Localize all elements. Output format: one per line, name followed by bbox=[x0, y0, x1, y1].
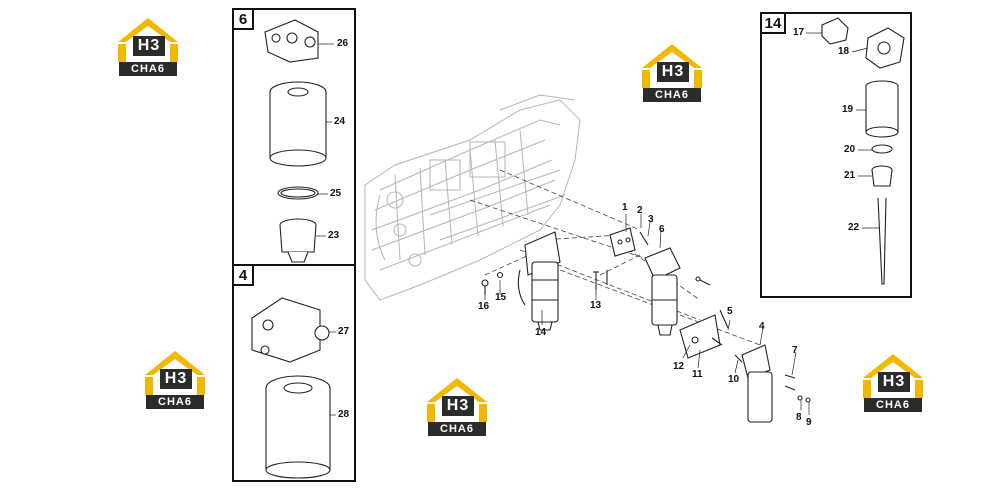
logo-text: CHA6 bbox=[643, 88, 701, 102]
logo-side-blocks bbox=[118, 44, 923, 422]
inset-14-parts bbox=[821, 17, 905, 285]
logo-letters: H3 bbox=[133, 36, 165, 56]
callout-24: 24 bbox=[334, 116, 346, 127]
callout-3: 3 bbox=[648, 214, 654, 225]
logo-text: CHA6 bbox=[428, 422, 486, 436]
inset-frame-14: 14 bbox=[760, 12, 912, 298]
callout-12: 12 bbox=[673, 361, 685, 372]
main-filter-assembly bbox=[481, 227, 811, 423]
callout-15: 15 bbox=[495, 292, 507, 303]
callout-5: 5 bbox=[727, 306, 733, 317]
callout-10: 10 bbox=[728, 374, 740, 385]
callout-16: 16 bbox=[478, 301, 490, 312]
watermark-logo: H3 CHA6 bbox=[862, 354, 924, 412]
callout-21: 21 bbox=[844, 170, 856, 181]
callout-27: 27 bbox=[338, 326, 350, 337]
main-leader-lines bbox=[484, 214, 810, 415]
callout-17: 17 bbox=[793, 27, 805, 38]
callout-11: 11 bbox=[692, 369, 703, 380]
logo-letters: H3 bbox=[160, 369, 192, 389]
callout-23: 23 bbox=[328, 230, 340, 241]
callout-1: 1 bbox=[622, 202, 628, 213]
callout-26: 26 bbox=[337, 38, 349, 49]
watermark-logo: H3 CHA6 bbox=[144, 351, 206, 409]
callout-13: 13 bbox=[590, 300, 602, 311]
logo-text: CHA6 bbox=[146, 395, 204, 409]
callout-14: 14 bbox=[535, 327, 547, 338]
watermark-logo: H3 CHA6 bbox=[426, 378, 488, 436]
inset-6-parts bbox=[264, 19, 327, 263]
callout-7: 7 bbox=[792, 345, 798, 356]
callout-8: 8 bbox=[796, 412, 802, 423]
callout-20: 20 bbox=[844, 144, 856, 155]
logo-letters: H3 bbox=[442, 396, 474, 416]
engine-block bbox=[364, 94, 581, 301]
logo-letters: H3 bbox=[878, 372, 910, 392]
inset-frame-4: 4 bbox=[232, 264, 356, 482]
inset-tag-14: 14 bbox=[760, 12, 786, 34]
callout-9: 9 bbox=[806, 417, 812, 428]
inset-tag-6: 6 bbox=[232, 8, 254, 30]
inset-4-parts bbox=[251, 297, 331, 479]
callout-2: 2 bbox=[637, 205, 643, 216]
callout-25: 25 bbox=[330, 188, 342, 199]
inset-tag-4: 4 bbox=[232, 264, 254, 286]
watermark-logo: H3 CHA6 bbox=[117, 18, 179, 76]
callout-4: 4 bbox=[759, 321, 765, 332]
callout-19: 19 bbox=[842, 104, 854, 115]
logo-letters: H3 bbox=[657, 62, 689, 82]
logo-text: CHA6 bbox=[864, 398, 922, 412]
callout-18: 18 bbox=[838, 46, 850, 57]
logo-text: CHA6 bbox=[119, 62, 177, 76]
callout-6: 6 bbox=[659, 224, 665, 235]
callout-28: 28 bbox=[338, 409, 350, 420]
watermark-logo: H3 CHA6 bbox=[641, 44, 703, 102]
callout-22: 22 bbox=[848, 222, 860, 233]
